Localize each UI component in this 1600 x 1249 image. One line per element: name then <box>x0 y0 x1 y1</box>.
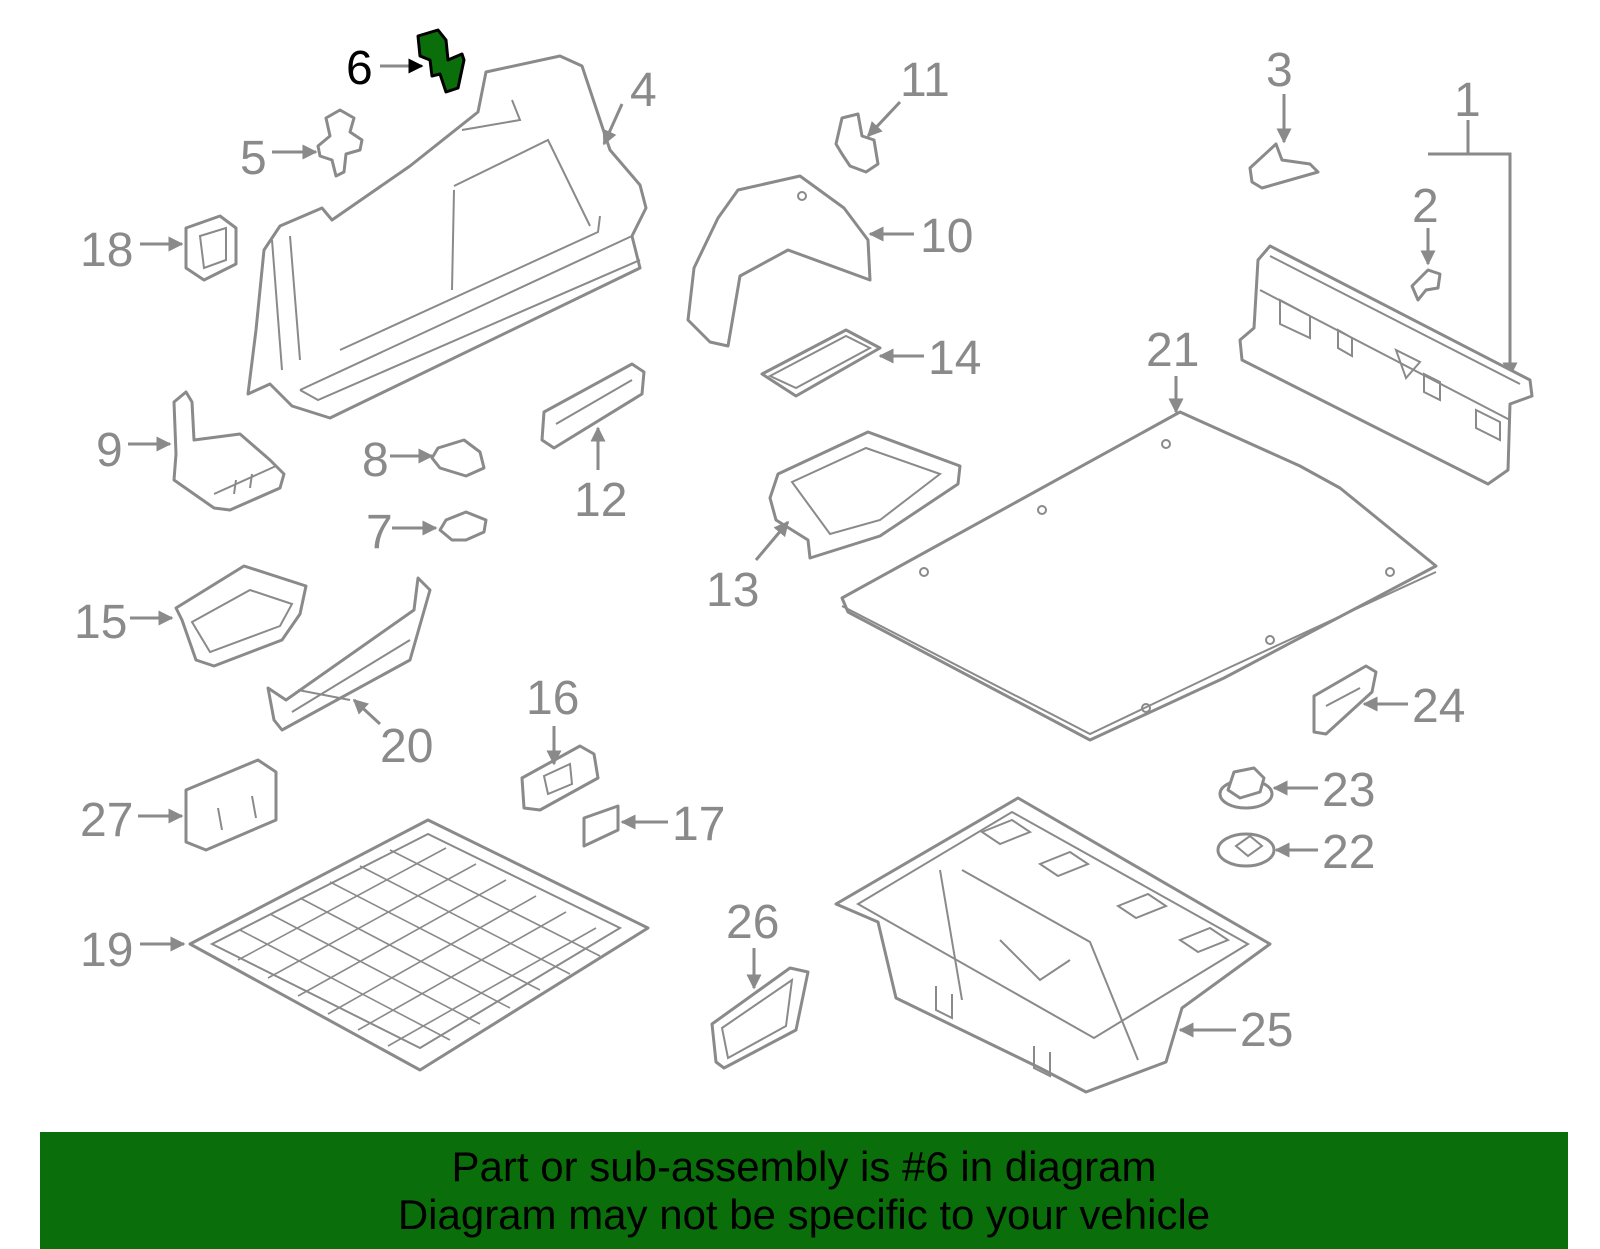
part-10[interactable] <box>686 174 872 348</box>
callout-5: 5 <box>240 132 267 185</box>
leader-4 <box>602 103 624 146</box>
part-5[interactable] <box>316 108 364 178</box>
part-1[interactable] <box>1238 244 1534 486</box>
part-26[interactable] <box>710 966 810 1070</box>
banner-line-part: Part or sub-assembly is #6 in diagram <box>451 1142 1157 1190</box>
part-19[interactable] <box>188 818 650 1072</box>
part-17[interactable] <box>582 804 620 848</box>
part-12[interactable] <box>540 362 646 450</box>
part-20[interactable] <box>266 576 432 732</box>
part-21[interactable] <box>840 410 1438 742</box>
part-22[interactable] <box>1216 832 1276 868</box>
callout-1: 1 <box>1454 74 1481 127</box>
info-banner: Part or sub-assembly is #6 in diagram Di… <box>40 1132 1568 1249</box>
part-13[interactable] <box>768 430 962 560</box>
part-27[interactable] <box>184 758 278 852</box>
callout-17: 17 <box>672 798 725 851</box>
callout-15: 15 <box>74 596 127 649</box>
part-6[interactable] <box>416 28 466 94</box>
callout-3: 3 <box>1266 44 1293 97</box>
callout-6: 6 <box>346 42 373 95</box>
callout-25: 25 <box>1240 1004 1293 1057</box>
callout-24: 24 <box>1412 680 1465 733</box>
callout-26: 26 <box>726 896 779 949</box>
part-4[interactable] <box>246 54 648 420</box>
part-9[interactable] <box>172 390 286 512</box>
callout-27: 27 <box>80 794 133 847</box>
callout-13: 13 <box>706 564 759 617</box>
callout-22: 22 <box>1322 826 1375 879</box>
part-11[interactable] <box>834 112 880 174</box>
callout-8: 8 <box>362 434 389 487</box>
callout-10: 10 <box>920 210 973 263</box>
callout-18: 18 <box>80 224 133 277</box>
part-18[interactable] <box>184 214 238 282</box>
part-8[interactable] <box>430 438 486 478</box>
callout-2: 2 <box>1412 180 1439 233</box>
leader-11 <box>866 100 902 138</box>
part-25[interactable] <box>834 796 1272 1094</box>
callout-7: 7 <box>366 506 393 559</box>
part-14[interactable] <box>760 328 882 398</box>
banner-line-disclaimer: Diagram may not be specific to your vehi… <box>397 1190 1211 1238</box>
callout-12: 12 <box>574 474 627 527</box>
callout-21: 21 <box>1146 324 1199 377</box>
part-16[interactable] <box>520 744 600 812</box>
callout-11: 11 <box>900 54 950 107</box>
callout-19: 19 <box>80 924 133 977</box>
leader-1 <box>1428 152 1512 370</box>
part-7[interactable] <box>438 510 488 542</box>
part-3[interactable] <box>1248 142 1320 190</box>
part-23[interactable] <box>1218 766 1274 810</box>
callout-9: 9 <box>96 424 123 477</box>
callout-4: 4 <box>630 64 657 117</box>
part-2[interactable] <box>1410 268 1442 302</box>
callout-23: 23 <box>1322 764 1375 817</box>
leader-20 <box>352 698 382 726</box>
leader-13 <box>754 520 790 561</box>
net-mesh <box>237 847 601 1047</box>
callout-20: 20 <box>380 720 433 773</box>
callout-16: 16 <box>526 672 579 725</box>
part-24[interactable] <box>1312 664 1378 736</box>
parts-diagram: 6 4 5 18 9 8 7 15 20 27 19 11 10 14 12 1… <box>74 28 1534 1094</box>
part-15[interactable] <box>174 564 308 668</box>
callout-14: 14 <box>928 332 981 385</box>
